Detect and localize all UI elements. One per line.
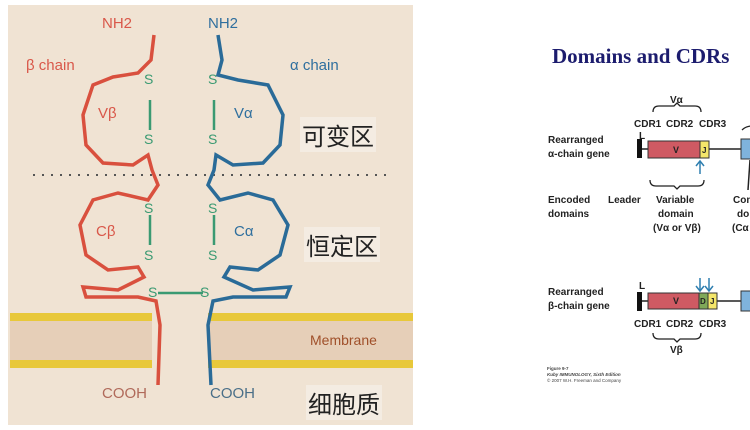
cdr2-label: CDR2 [666,119,694,130]
beta-cdr2-label: CDR2 [666,319,694,330]
beta-row-label-1: Rearranged [548,287,604,298]
disulfide-s: S [200,284,210,300]
domains-cdrs-panel: Domains and CDRs Rearranged α-chain gene… [520,0,750,430]
disulfide-s: S [144,200,154,216]
caption-line-1: Figure 9-7 [547,366,569,371]
variable-domain-3: (Vα or Vβ) [653,223,701,234]
alpha-chain [205,34,293,386]
beta-v-segment: V [673,296,680,306]
beta-leader-l-label: L [639,281,646,292]
constant-region-label: 恒定区 [304,227,380,262]
beta-cdr1-label: CDR1 [634,319,662,330]
disulfide-bonds [148,100,216,295]
beta-d-segment: D [700,297,706,306]
encoded-label-1: Encoded [548,195,591,206]
constant-domain-2: do [737,209,750,220]
variable-region-label: 可变区 [300,117,376,152]
beta-nh2-label: NH2 [102,15,133,32]
figure-caption: Figure 9-7 Kuby IMMUNOLOGY, Sixth Editio… [547,366,621,384]
c-alpha-label: Cα [234,223,254,240]
v-alpha-label: Vα [234,105,253,122]
leader-label: Leader [608,195,641,206]
figure-title: Domains and CDRs [552,44,730,68]
beta-cdr3-label: CDR3 [699,319,727,330]
encoded-label-2: domains [548,209,590,220]
tcr-structure-panel: NH2 NH2 β chain α chain Vβ Vα Cβ Cα S S … [8,5,413,425]
disulfide-s: S [208,71,218,87]
disulfide-s: S [144,131,154,147]
disulfide-s: S [144,247,154,263]
gene-schematic [637,102,750,343]
beta-cooh-label: COOH [102,385,147,402]
beta-j-segment: J [710,297,715,306]
disulfide-s: S [144,71,154,87]
v-alpha-label: Vα [670,95,683,106]
alpha-v-segment: V [673,145,680,155]
beta-chain-label: β chain [26,57,75,74]
variable-domain-1: Variable [656,195,695,206]
alpha-chain-label: α chain [290,57,339,74]
leader-l-label: L [639,131,646,142]
alpha-j-segment: J [702,146,707,155]
disulfide-s: S [208,131,218,147]
constant-domain-3: (Cα [732,223,749,234]
constant-domain-1: Con [733,195,750,206]
disulfide-s: S [208,200,218,216]
cdr3-label: CDR3 [699,119,727,130]
alpha-gene [637,102,750,191]
v-beta-label: Vβ [98,105,117,122]
caption-line-3: © 2007 W.H. Freeman and Company [547,378,622,383]
disulfide-s: S [148,284,158,300]
disulfide-s: S [208,247,218,263]
beta-gene [637,278,750,343]
alpha-nh2-label: NH2 [208,15,239,32]
alpha-row-label-1: Rearranged [548,135,604,146]
alpha-cooh-label: COOH [210,385,255,402]
membrane [10,313,413,368]
tcr-diagram [10,34,413,386]
caption-line-2: Kuby IMMUNOLOGY, Sixth Edition [547,372,621,377]
cytoplasm-label: 细胞质 [306,385,382,420]
alpha-row-label-2: α-chain gene [548,149,610,160]
membrane-label: Membrane [310,332,377,348]
variable-domain-2: domain [658,209,694,220]
cdr1-label: CDR1 [634,119,662,130]
c-beta-label: Cβ [96,223,116,240]
beta-chain [78,34,162,386]
v-beta-label: Vβ [670,345,683,356]
beta-row-label-2: β-chain gene [548,301,610,312]
